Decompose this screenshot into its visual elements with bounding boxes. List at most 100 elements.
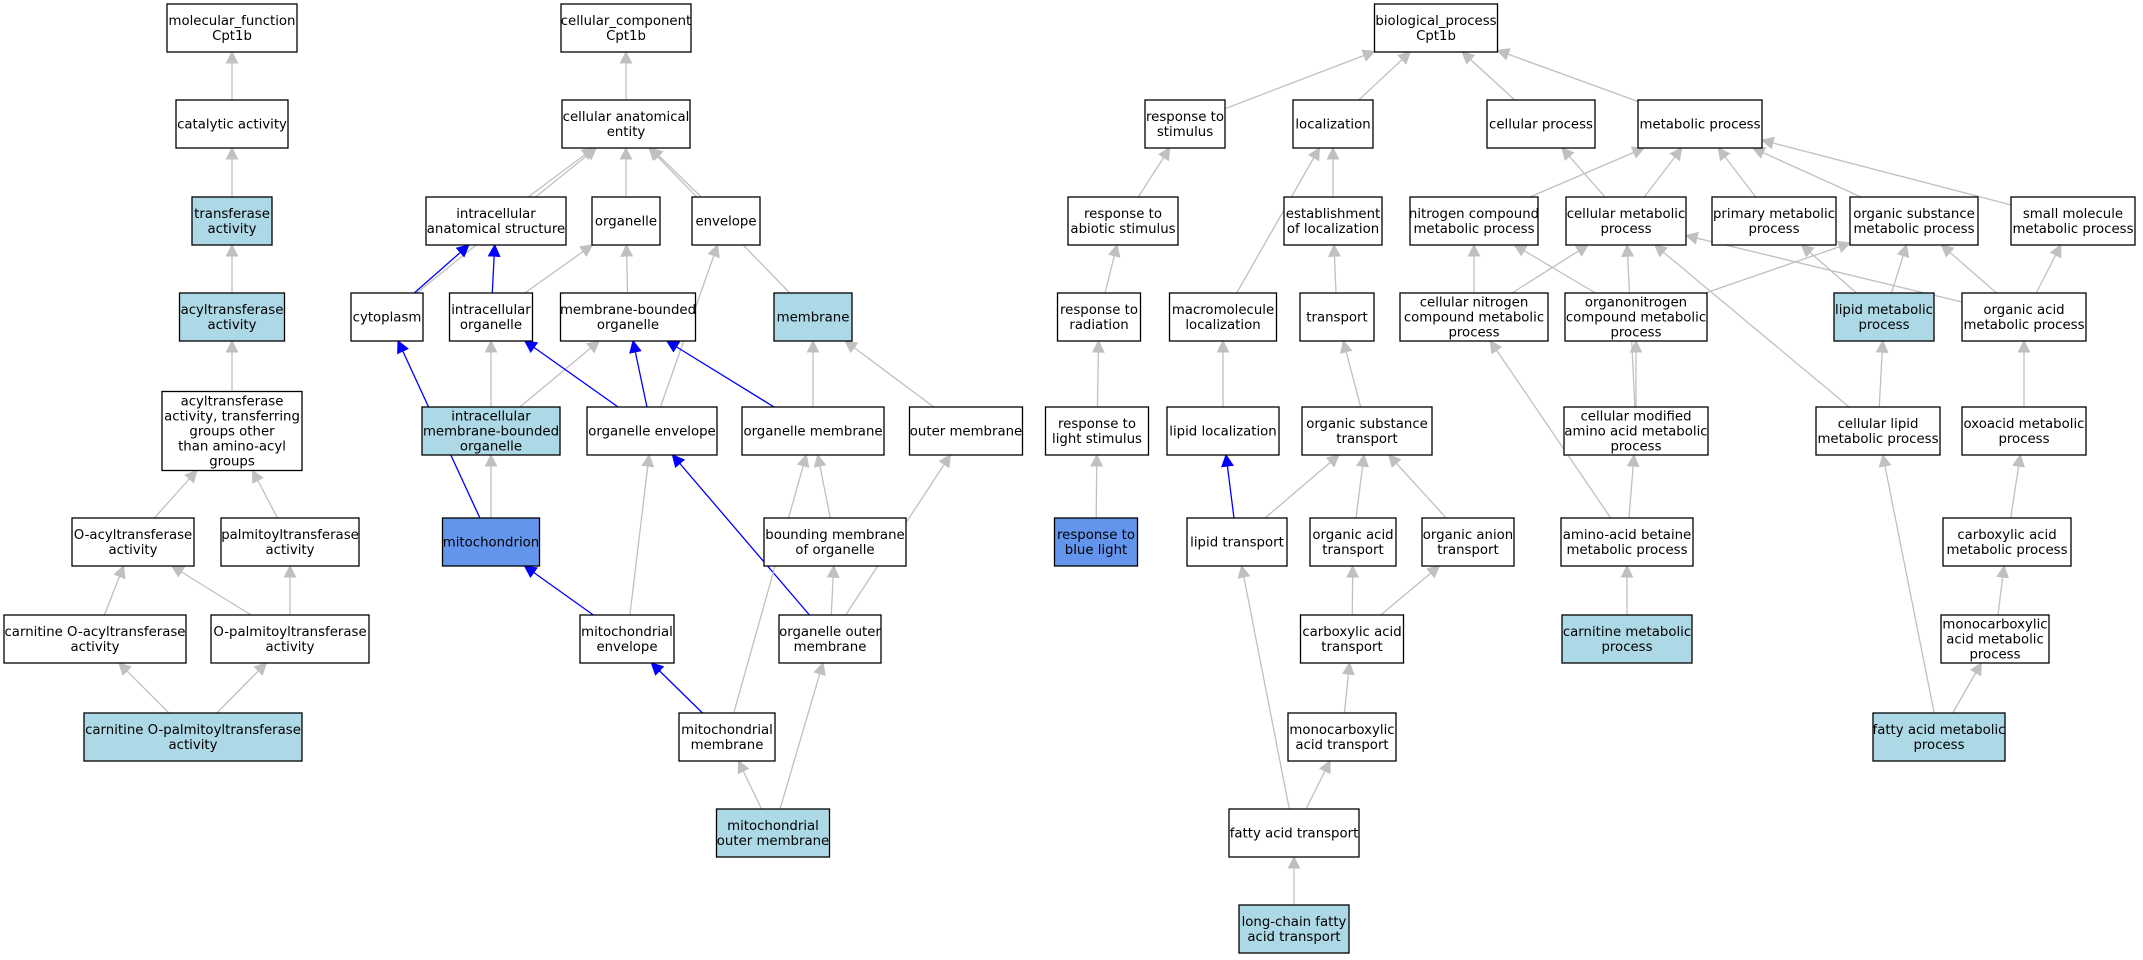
node-box[interactable] <box>586 406 718 456</box>
node-box[interactable] <box>561 99 691 149</box>
node-box[interactable] <box>1637 99 1763 149</box>
go-term-node-omem[interactable]: organelle membrane <box>741 406 885 456</box>
node-box[interactable] <box>1373 3 1499 53</box>
node-box[interactable] <box>1399 292 1549 342</box>
node-box[interactable] <box>715 808 831 858</box>
node-box[interactable] <box>1561 614 1693 664</box>
go-term-node-transport[interactable]: transport <box>1299 292 1375 342</box>
node-box[interactable] <box>1942 517 2072 567</box>
node-box[interactable] <box>1940 614 2050 664</box>
node-box[interactable] <box>691 196 761 246</box>
go-term-node-cellproc[interactable]: cellular process <box>1486 99 1596 149</box>
node-box[interactable] <box>175 99 289 149</box>
node-box[interactable] <box>83 712 303 762</box>
node-box[interactable] <box>161 390 303 472</box>
node-box[interactable] <box>191 196 273 246</box>
node-box[interactable] <box>678 712 776 762</box>
node-box[interactable] <box>2010 196 2136 246</box>
node-box[interactable] <box>421 406 561 456</box>
node-box[interactable] <box>441 517 541 567</box>
node-box[interactable] <box>1564 292 1708 342</box>
node-box[interactable] <box>1287 712 1397 762</box>
node-box[interactable] <box>1711 196 1837 246</box>
go-term-node-loc[interactable]: localization <box>1292 99 1374 149</box>
node-box[interactable] <box>1186 517 1288 567</box>
node-box[interactable] <box>1283 196 1383 246</box>
node-box[interactable] <box>763 517 907 567</box>
node-box[interactable] <box>1565 196 1687 246</box>
go-term-node-lt[interactable]: lipid transport <box>1186 517 1288 567</box>
node-box[interactable] <box>1849 196 1979 246</box>
node-box[interactable] <box>1166 406 1280 456</box>
node-box[interactable] <box>579 614 675 664</box>
go-term-node-organelle[interactable]: organelle <box>591 196 661 246</box>
node-box[interactable] <box>1421 517 1515 567</box>
node-box[interactable] <box>1299 292 1375 342</box>
node-box[interactable] <box>1292 99 1374 149</box>
node-box[interactable] <box>741 406 885 456</box>
go-term-node-oenv[interactable]: organelle envelope <box>586 406 718 456</box>
node-box[interactable] <box>591 196 661 246</box>
node-box[interactable] <box>1056 292 1142 342</box>
node-box[interactable] <box>1238 904 1350 954</box>
go-term-node-catalytic[interactable]: catalytic activity <box>175 99 289 149</box>
go-term-node-lloc[interactable]: lipid localization <box>1166 406 1280 456</box>
node-box[interactable] <box>1301 406 1433 456</box>
node-box[interactable] <box>178 292 286 342</box>
node-box[interactable] <box>1872 712 2006 762</box>
node-box[interactable] <box>1044 406 1150 456</box>
node-box[interactable] <box>1053 517 1139 567</box>
node-box[interactable] <box>210 614 370 664</box>
node-box[interactable] <box>3 614 187 664</box>
node-box[interactable] <box>1815 406 1941 456</box>
node-box[interactable] <box>1067 196 1179 246</box>
node-box[interactable] <box>448 292 534 342</box>
node-box[interactable] <box>1961 406 2087 456</box>
go-term-node-membrane[interactable]: membrane <box>773 292 853 342</box>
node-box[interactable] <box>1228 808 1360 858</box>
node-box[interactable] <box>778 614 882 664</box>
go-term-node-mito[interactable]: mitochondrion <box>441 517 541 567</box>
node-box[interactable] <box>1961 292 2087 342</box>
go-term-node-outermem[interactable]: outer membrane <box>908 406 1024 456</box>
